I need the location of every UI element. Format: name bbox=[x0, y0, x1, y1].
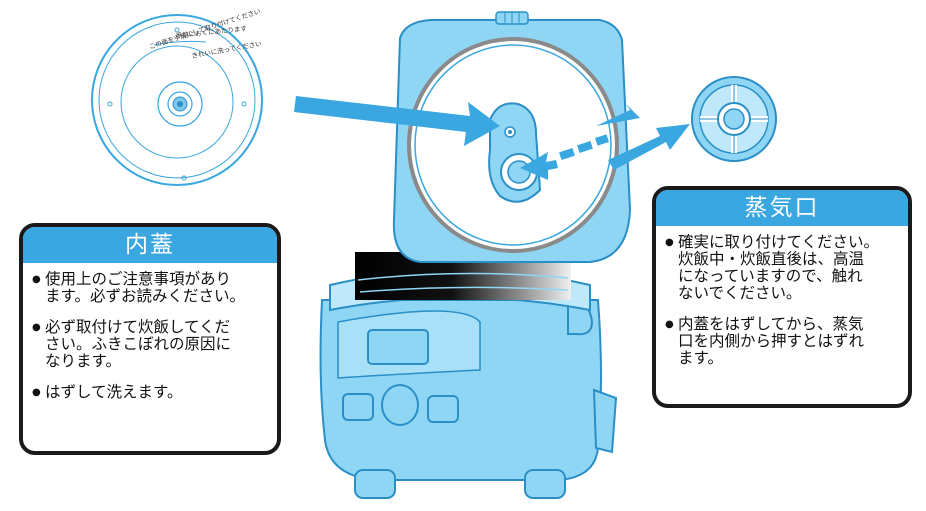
arrow-lid-to-cooker bbox=[294, 96, 500, 146]
steam-vent-part bbox=[691, 76, 777, 162]
steam-vent-notes: 確実に取り付けてください。 炊飯中・炊飯直後は、高温 になっていますので、触れ … bbox=[656, 226, 908, 387]
open-lid bbox=[392, 11, 632, 263]
inner-lid-note: はずして洗えます。 bbox=[32, 383, 267, 402]
inner-lid-notes: 使用上のご注意事項があり ます。必ずお読みください。 必ず取付けて炊飯してくだ … bbox=[23, 263, 277, 421]
steam-vent-note: 内蓋をはずしてから、蒸気 口を内側から押すとはずれ ます。 bbox=[665, 315, 898, 367]
inner-lid-note-text: 使用上のご注意事項があり ます。必ずお読みください。 bbox=[45, 270, 245, 305]
steam-vent-note-text: 確実に取り付けてください。 炊飯中・炊飯直後は、高温 になっていますので、触れ … bbox=[678, 233, 880, 302]
inner-lid-note-text: 必ず取付けて炊飯してくだ さい。ふきこぼれの原因に なります。 bbox=[45, 318, 232, 370]
inner-lid-note-text: はずして洗えます。 bbox=[45, 383, 183, 401]
steam-vent-callout: 蒸気口 確実に取り付けてください。 炊飯中・炊飯直後は、高温 になっていますので… bbox=[652, 186, 912, 408]
steam-vent-note: 確実に取り付けてください。 炊飯中・炊飯直後は、高温 になっていますので、触れ … bbox=[665, 233, 898, 302]
inner-lid-note: 必ず取付けて炊飯してくだ さい。ふきこぼれの原因に なります。 bbox=[32, 318, 267, 370]
steam-vent-note-text: 内蓋をはずしてから、蒸気 口を内側から押すとはずれ ます。 bbox=[678, 315, 865, 367]
inner-lid-callout: 内蓋 使用上のご注意事項があり ます。必ずお読みください。 必ず取付けて炊飯して… bbox=[19, 223, 281, 455]
arrow-vent-to-cooker bbox=[520, 104, 690, 180]
steam-vent-title: 蒸気口 bbox=[656, 190, 908, 226]
rice-cooker-body bbox=[319, 252, 618, 499]
inner-lid-note: 使用上のご注意事項があり ます。必ずお読みください。 bbox=[32, 270, 267, 305]
inner-lid-disc: この面を手前にして取り付けてください 手前におくにあたります きれいに洗ってくだ… bbox=[91, 6, 263, 186]
inner-lid-title: 内蓋 bbox=[23, 227, 277, 263]
